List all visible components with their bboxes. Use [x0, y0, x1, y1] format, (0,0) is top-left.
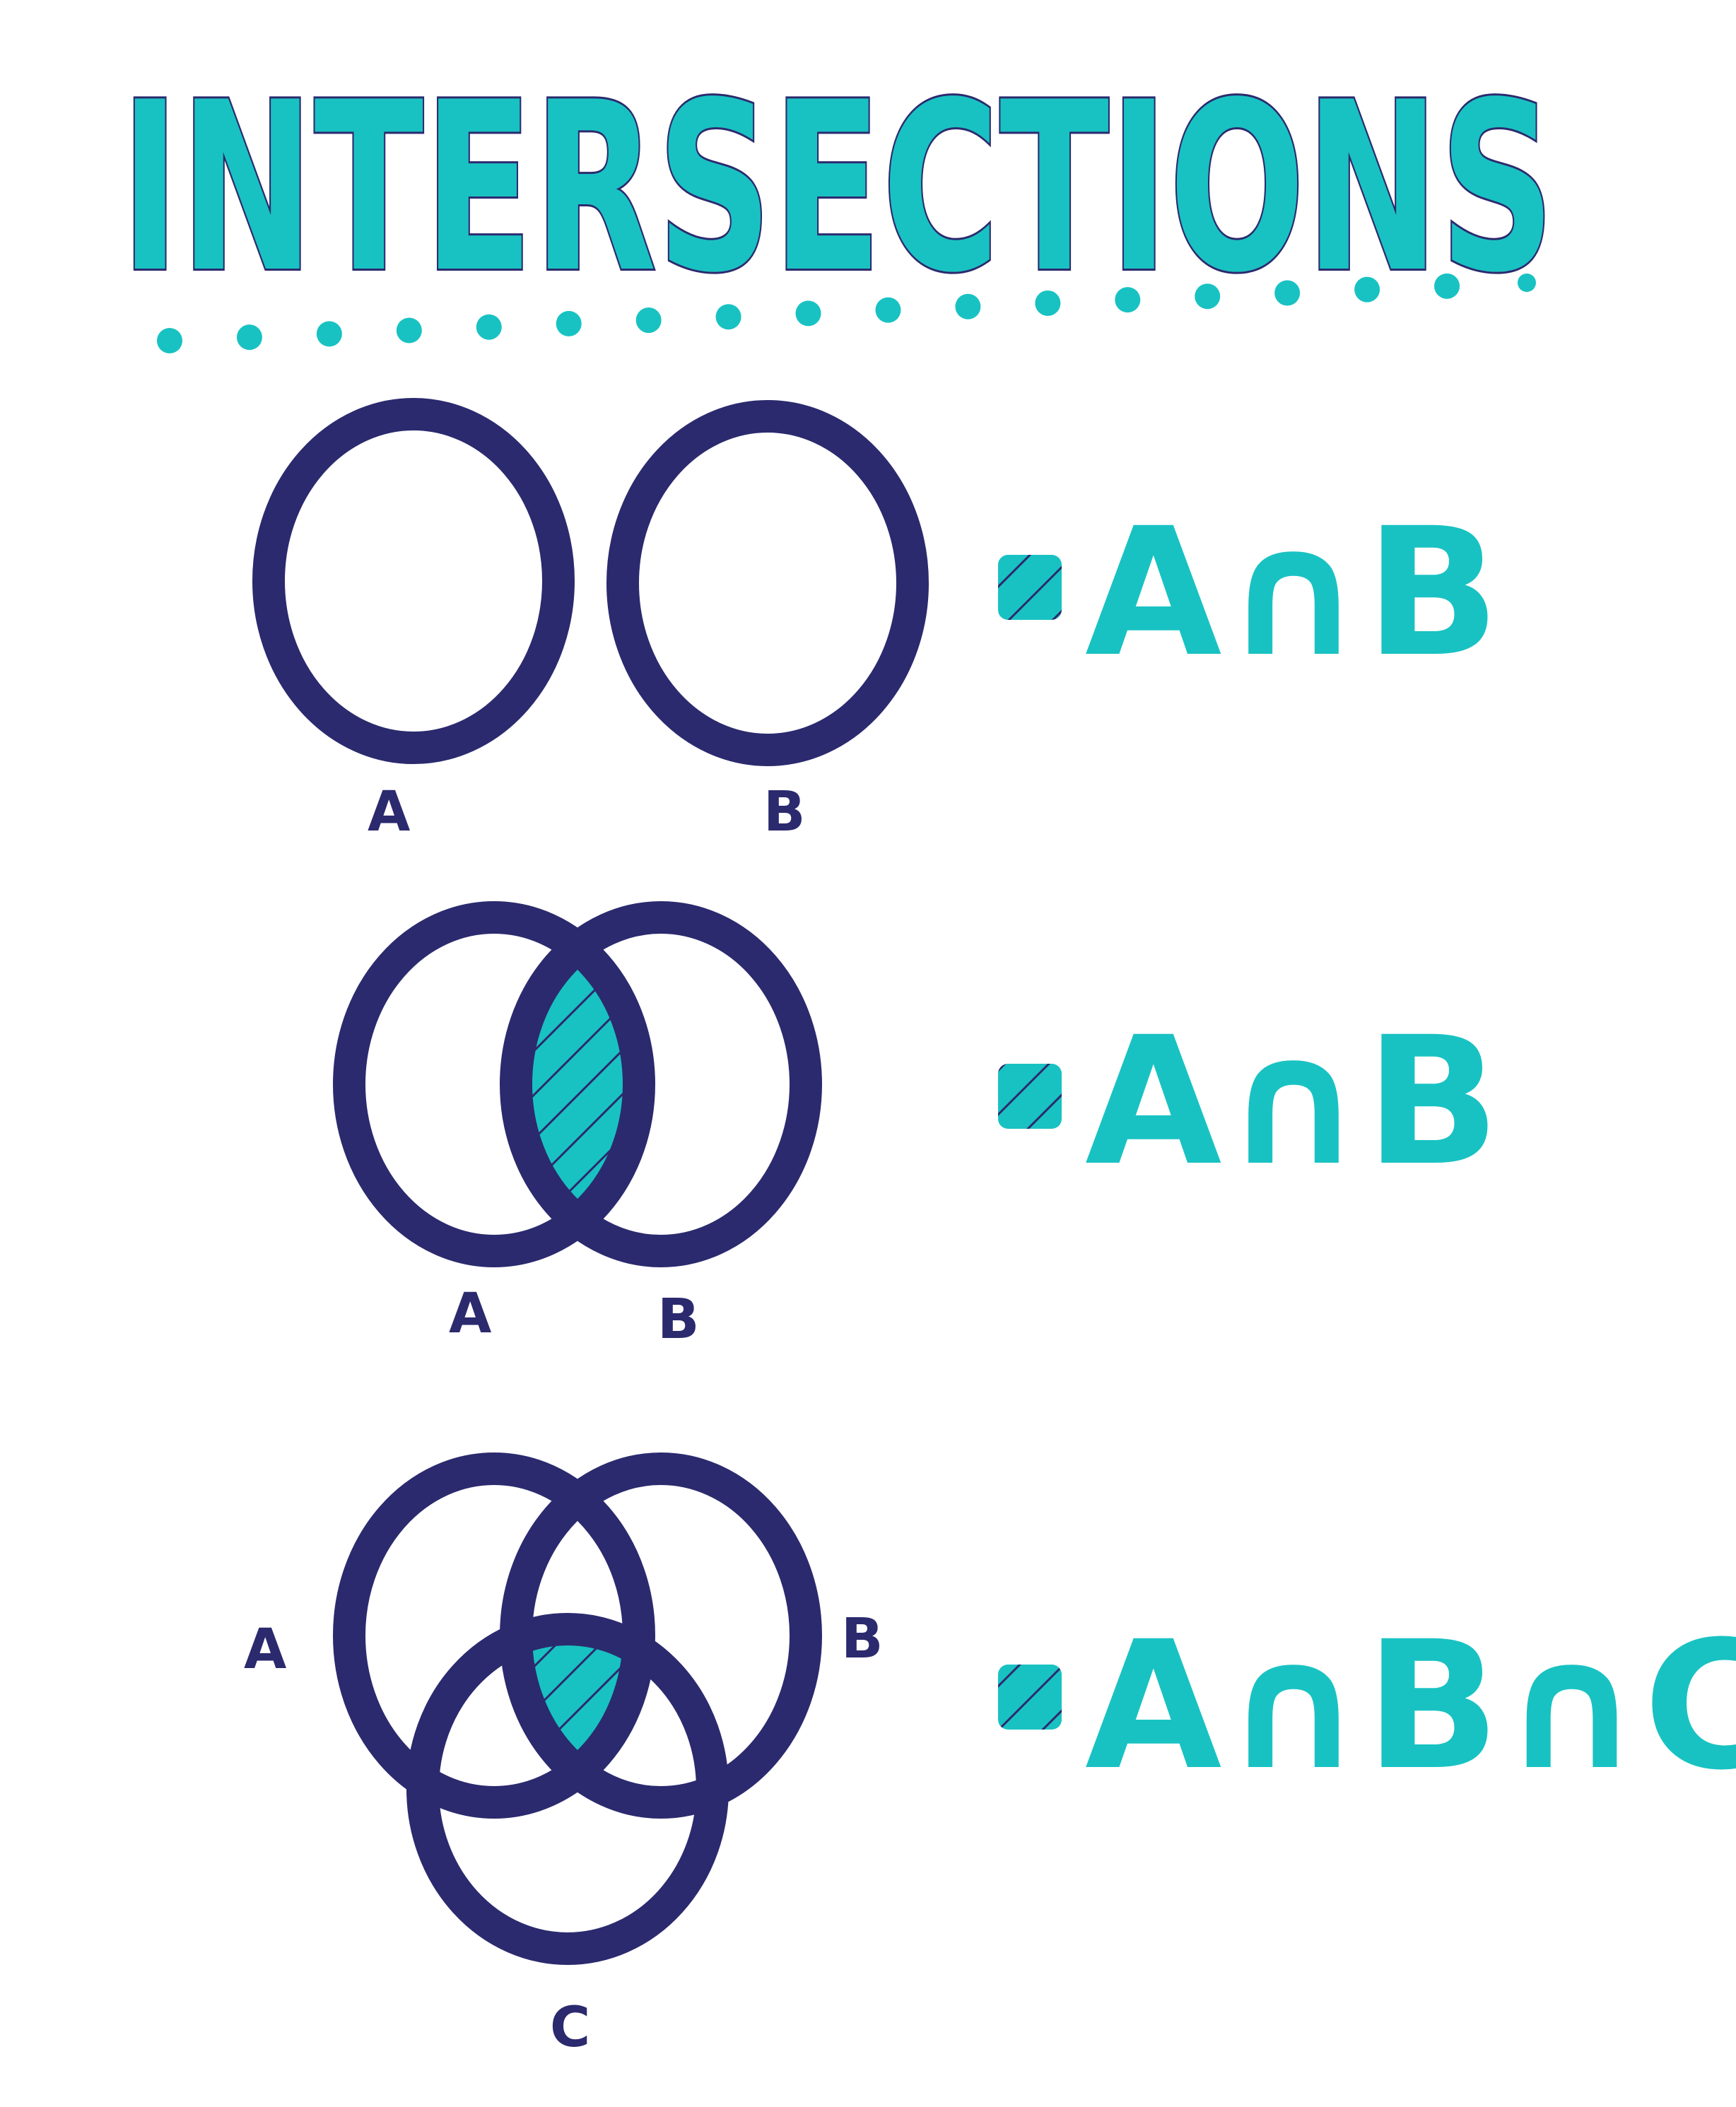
divider-dot — [1518, 274, 1536, 292]
set-c-circle — [406, 1613, 729, 1965]
diagram-overlap: A B A∩B — [333, 901, 1500, 1351]
set-b-label: B — [841, 1607, 883, 1671]
hatched-swatch-icon — [998, 555, 1062, 620]
divider-dot — [316, 321, 342, 347]
divider-dot — [795, 300, 821, 327]
divider-dot — [955, 293, 981, 319]
diagram-disjoint: A B A∩B — [252, 398, 1500, 844]
intersection-region — [516, 917, 639, 1251]
divider-dot — [1035, 290, 1061, 316]
hatched-swatch-icon — [998, 1665, 1062, 1730]
set-a-circle — [333, 901, 655, 1267]
dotted-divider — [157, 273, 1536, 353]
divider-dot — [556, 310, 582, 336]
page-title: INTERSECTIONS — [120, 52, 1555, 324]
divider-dot — [476, 314, 502, 340]
divider-dot — [1115, 287, 1141, 313]
set-a-circle — [252, 398, 575, 764]
divider-dot — [396, 317, 422, 344]
divider-dot — [236, 324, 262, 351]
set-b-label: B — [657, 1288, 699, 1351]
set-b-circle — [606, 400, 929, 766]
set-c-label: C — [550, 1996, 590, 2060]
divider-dot — [1274, 280, 1301, 306]
divider-dot — [1434, 273, 1460, 299]
set-a-label: A — [368, 780, 410, 844]
divider-dot — [1354, 276, 1380, 303]
set-b-label: B — [763, 780, 805, 844]
divider-dot — [1195, 283, 1221, 310]
divider-dot — [715, 304, 741, 330]
divider-dot — [157, 328, 182, 353]
legend-text: A∩B — [1085, 999, 1500, 1204]
divider-dot — [875, 297, 901, 323]
divider-dot — [635, 307, 662, 334]
legend-text: A∩B∩C — [1085, 1603, 1736, 1809]
set-a-label: A — [244, 1618, 286, 1682]
set-a-label: A — [449, 1282, 491, 1346]
diagram-triple: A B C A∩B∩C — [244, 1452, 1736, 2060]
set-b-circle — [500, 901, 822, 1267]
legend-text: A∩B — [1085, 490, 1500, 696]
hatched-swatch-icon — [998, 1064, 1062, 1129]
